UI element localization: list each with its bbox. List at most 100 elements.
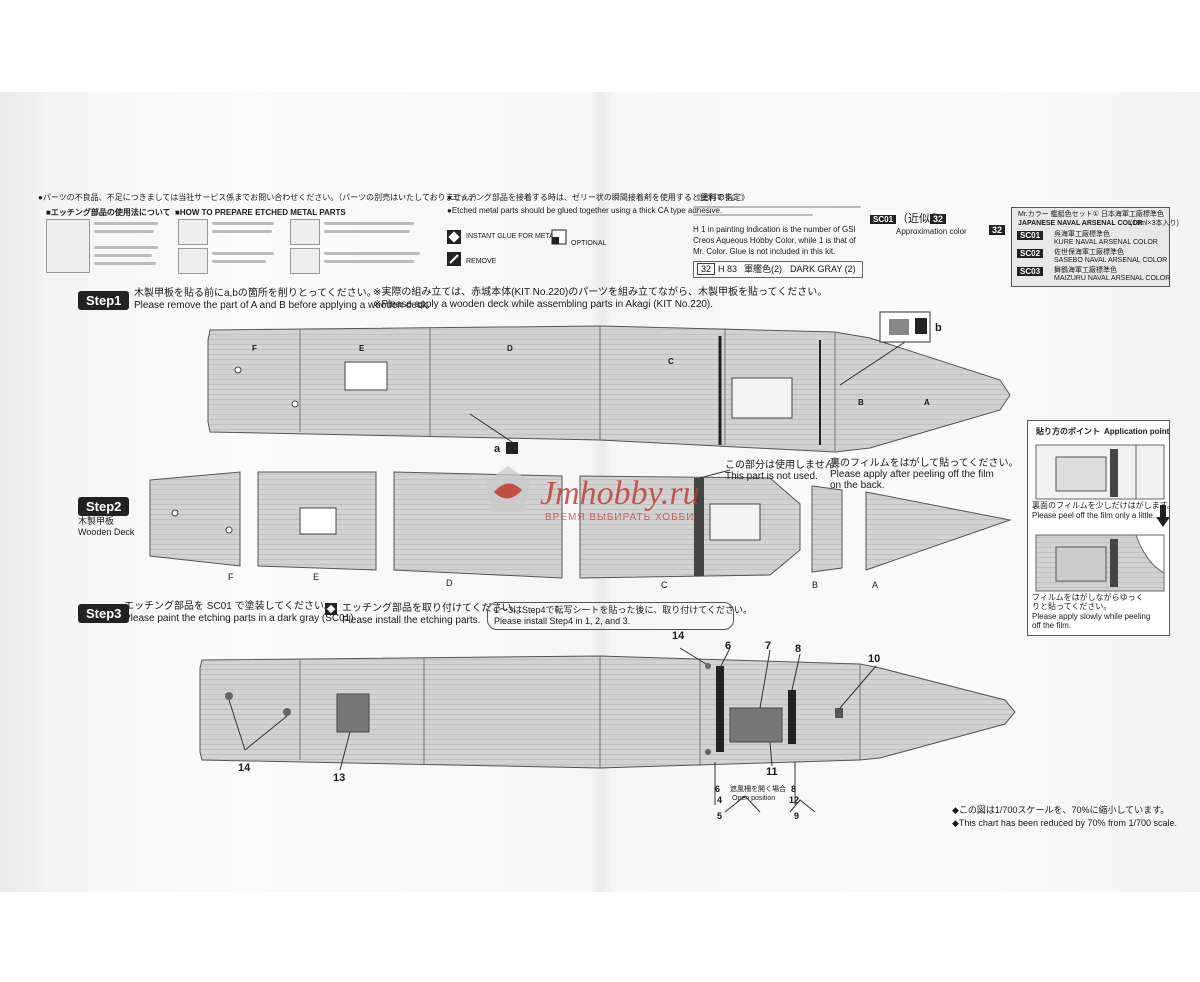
watermark-logo-icon — [486, 466, 530, 512]
watermark-brand: Jmhobby.ru — [540, 475, 700, 512]
step1-label-d: D — [507, 344, 513, 353]
part-number-6: 6 — [725, 640, 732, 652]
step1-label-e: E — [359, 344, 365, 353]
part-number-9: 9 — [794, 811, 800, 821]
step2-tag: Step2 — [78, 497, 130, 516]
part-number-14b: 14 — [238, 762, 251, 774]
part-number-12: 12 — [789, 795, 800, 805]
step1-label-f: F — [252, 344, 257, 353]
mr-color-en: MAIZURU NAVAL ARSENAL COLOR — [1054, 275, 1171, 282]
scale-note-en: ◆This chart has been reduced by 70% from… — [952, 818, 1178, 828]
callout-b: b — [935, 322, 942, 334]
instruction-text-line — [94, 246, 158, 249]
peel-film-note-jp: 裏のフィルムをはがして貼ってください。 — [830, 458, 1019, 469]
part-number-10: 10 — [868, 653, 881, 665]
optional-icon — [551, 229, 567, 245]
instant-glue-label: INSTANT GLUE FOR METAL — [466, 233, 558, 240]
open-position-jp: 遮風柵を開く場合 — [730, 786, 786, 793]
mr-color-set-box: Mr.カラー 艦艇色セット① 日本海軍工廠標準色 JAPANESE NAVAL … — [1011, 207, 1179, 287]
instant-glue-icon — [447, 230, 461, 244]
color-number: 32 — [697, 263, 716, 276]
parts-notice: ●パーツの不良品、不足につきましては当社サービス係までお問い合わせください。（パ… — [38, 193, 482, 202]
part-number-5: 5 — [717, 811, 723, 821]
application-diagram-2 — [1035, 534, 1165, 592]
instant-glue-icon — [325, 603, 337, 615]
step2-label-jp: 木製甲板 — [78, 516, 115, 526]
application-step2-jp-1: フィルムをはがしながらゆっく — [1032, 593, 1144, 602]
mr-color-en: KURE NAVAL ARSENAL COLOR — [1054, 239, 1158, 246]
color-name-en: DARK GRAY (2) — [790, 264, 856, 274]
step1-note-en: ※Please apply a wooden deck while assemb… — [373, 299, 714, 310]
step1-label-a: A — [924, 398, 930, 407]
instruction-text-line — [212, 222, 274, 225]
approx-color-code: SC01 — [870, 215, 897, 225]
instruction-text-line — [94, 230, 154, 233]
step2-label-b: B — [812, 580, 819, 590]
approx-color-number: 32 — [930, 214, 947, 225]
open-position-en: Open position — [732, 795, 776, 802]
install-order-callout: 1〜3はStep4で転写シートを貼った後に、取り付けてください。 Please … — [487, 602, 752, 630]
unused-part-note-jp: この部分は使用しません。 — [725, 460, 845, 471]
mr-color-title-en: JAPANESE NAVAL ARSENAL COLOR — [1018, 220, 1143, 227]
install-order-jp: 1〜3はStep4で転写シートを貼った後に、取り付けてください。 — [494, 605, 752, 615]
glue-note-en: ●Etched metal parts should be glued toge… — [447, 206, 723, 215]
step2-label-f: F — [228, 572, 234, 582]
application-step2-jp-2: りと貼ってください。 — [1032, 602, 1112, 611]
part-number-8b: 8 — [791, 784, 797, 794]
step3-paint-jp: エッチング部品を SC01 で塗装してください。 — [124, 601, 334, 612]
etched-instructions-jp: ■エッチング部品の使用法について — [46, 208, 171, 217]
color-row: 32 H 83 軍艦色(2) DARK GRAY (2) — [693, 261, 863, 278]
part-number-13: 13 — [333, 772, 346, 784]
paint-title: 《塗料の指定》 — [693, 193, 749, 202]
step2-label-en: Wooden Deck — [78, 527, 135, 537]
curve-illustration — [290, 248, 320, 274]
instruction-text-line — [94, 222, 158, 225]
application-title-jp: 貼り方のポイント — [1036, 427, 1100, 436]
step3-install-en: Please install the etching parts. — [342, 615, 481, 626]
etched-instructions-en: ■HOW TO PREPARE ETCHED METAL PARTS — [175, 208, 346, 217]
paint-spec-line-1: H 1 in painting indication is the number… — [693, 225, 856, 234]
peel-film-note-en-2: on the back. — [830, 480, 885, 491]
install-order-en: Please install Step4 in 1, 2, and 3. — [494, 616, 631, 626]
mr-color-jp: 呉海軍工廠標準色 — [1054, 231, 1110, 238]
step1-instruction-en: Please remove the part of A and B before… — [134, 300, 430, 311]
part-number-7: 7 — [765, 640, 772, 652]
step1-label-b: B — [858, 398, 864, 407]
mr-color-code: SC03 — [1017, 267, 1044, 277]
mr-color-title-jp: Mr.カラー 艦艇色セット① 日本海軍工廠標準色 — [1018, 211, 1164, 218]
paint-spec-line-3: Mr. Color. Glue is not included in this … — [693, 247, 836, 256]
application-title-en: Application point — [1104, 427, 1170, 436]
remove-icon — [447, 252, 461, 266]
mr-color-jp: 佐世保海軍工廠標準色 — [1054, 249, 1124, 256]
glue-note-jp: ●エッチング部品を接着する時は、ゼリー状の瞬間接着剤を使用すると便利です。 — [447, 193, 740, 202]
application-step2-en-2: off the film. — [1032, 621, 1071, 630]
remove-label: REMOVE — [466, 258, 497, 265]
mr-color-en: SASEBO NAVAL ARSENAL COLOR — [1054, 257, 1168, 264]
callout-a: a — [494, 443, 501, 455]
part-number-14: 14 — [672, 630, 685, 642]
application-step1-jp: 裏面のフィルムを少しだけはがします。 — [1032, 501, 1175, 510]
step2-label-a: A — [872, 580, 879, 590]
instruction-text-line — [324, 252, 420, 255]
step2-label-c: C — [661, 580, 668, 590]
application-point-panel: 貼り方のポイント Application point 裏面のフィルムを少しだけは… — [1027, 420, 1175, 636]
instruction-text-line — [324, 230, 410, 233]
unused-part-note-en: This part is not used. — [725, 471, 818, 482]
mr-color-jp: 舞鶴海軍工廠標準色 — [1054, 267, 1117, 274]
application-step1-en: Please peel off the film only a little. — [1032, 511, 1156, 520]
mr-color-subtitle: (18ml×3本入り) — [1130, 220, 1179, 227]
paint-text-line — [693, 206, 861, 208]
application-diagram-1 — [1035, 444, 1165, 500]
approx-color-number-2: 32 — [989, 225, 1006, 236]
part-number-4: 4 — [717, 795, 723, 805]
step3-install-jp: エッチング部品を取り付けてください。 — [342, 603, 522, 614]
mr-color-code: SC01 — [1017, 231, 1044, 241]
step2-label-d: D — [446, 578, 453, 588]
step1-instruction-jp: 木製甲板を貼る前にa,bの箇所を削りとってください。 — [134, 288, 377, 299]
step2-label-e: E — [313, 572, 320, 582]
approx-color-en: Approximation color — [896, 227, 967, 236]
primer-illustration — [178, 248, 208, 274]
bend-illustration — [290, 219, 320, 245]
part-number-6b: 6 — [715, 784, 721, 794]
